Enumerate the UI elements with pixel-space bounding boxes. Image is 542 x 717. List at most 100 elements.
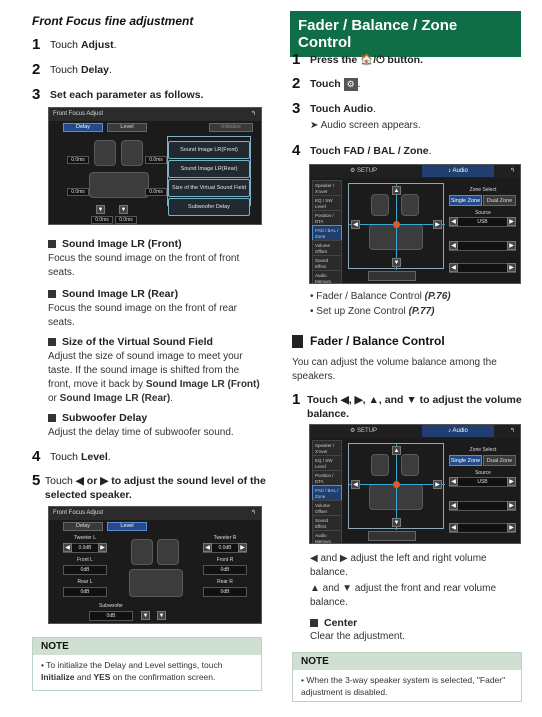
down-arrow-icon[interactable]: ▼ xyxy=(141,611,150,620)
home-power-icon: 🏠/⏻ xyxy=(360,54,385,66)
right-arrow-icon[interactable]: ▶ xyxy=(507,217,516,226)
center-title: Center xyxy=(310,617,357,629)
fb-intro: You can adjust the volume balance among … xyxy=(292,357,497,382)
seat-front-left xyxy=(131,539,153,565)
tab-level[interactable]: Level xyxy=(107,123,147,132)
single-zone-button[interactable]: Single Zone xyxy=(449,195,482,206)
dual-zone-button[interactable]: Dual Zone xyxy=(483,455,516,466)
back-icon[interactable]: ↰ xyxy=(509,428,515,434)
left-arrow-icon[interactable]: ◀ xyxy=(203,543,212,552)
single-zone-button[interactable]: Single Zone xyxy=(449,455,482,466)
step-5: 5 Touch ◀ or ▶ to adjust the sound level… xyxy=(32,472,266,502)
section-title: Front Focus fine adjustment xyxy=(32,14,194,28)
audio-fad-bal-screen: ⚙ SETUP ♪ Audio ↰ Speaker / X'over EQ / … xyxy=(309,164,521,284)
left-arrow-icon[interactable]: ◀ xyxy=(351,480,360,489)
right-arrow-icon[interactable]: ▶ xyxy=(507,477,516,486)
link-zone-control[interactable]: • Set up Zone Control (P.77) xyxy=(310,306,435,317)
balance-area[interactable]: ▲ ▼ ◀ ▶ xyxy=(348,183,445,270)
zone-volume-bar xyxy=(449,241,516,251)
left-arrow-icon[interactable]: ◀ xyxy=(63,543,72,552)
step-3: 3 Set each parameter as follows. xyxy=(32,86,204,103)
seat xyxy=(371,194,389,216)
note-box: NOTE • When the 3-way speaker system is … xyxy=(292,652,522,702)
ud-description: ▲ and ▼ adjust the front and rear volume… xyxy=(310,583,497,608)
down-arrow-icon[interactable]: ▼ xyxy=(119,205,128,214)
back-icon[interactable]: ↰ xyxy=(250,111,256,117)
right-arrow-icon[interactable]: ▶ xyxy=(238,543,247,552)
right-arrow-icon[interactable]: ▶ xyxy=(507,241,516,250)
right-arrow-icon[interactable]: ▶ xyxy=(433,480,442,489)
option-virtual-sound-field[interactable]: Size of the Virtual Sound Field xyxy=(168,179,250,197)
speaker-label: Front R xyxy=(203,557,247,564)
seat-front-left xyxy=(94,140,116,166)
right-arrow-icon[interactable]: ▶ xyxy=(98,543,107,552)
settings-gear-icon: ⚙ xyxy=(343,78,358,91)
left-arrow-icon[interactable]: ◀ xyxy=(449,241,458,250)
down-arrow-icon[interactable]: ▼ xyxy=(96,205,105,214)
option-sound-image-rear[interactable]: Sound Image LR(Rear) xyxy=(168,160,250,178)
balance-point[interactable] xyxy=(393,221,400,228)
back-icon[interactable]: ↰ xyxy=(509,168,515,174)
side-item-audio-memory[interactable]: Audio Memory xyxy=(312,530,342,543)
down-arrow-icon[interactable]: ▼ xyxy=(392,258,401,267)
left-arrow-icon[interactable]: ◀ xyxy=(351,220,360,229)
balance-point[interactable] xyxy=(393,481,400,488)
balance-area[interactable]: ▲ ▼ ◀ ▶ xyxy=(348,443,445,530)
note-body: • To initialize the Delay and Level sett… xyxy=(41,660,223,682)
front-focus-screen-delay: Front Focus Adjust↰ Delay Level Initiali… xyxy=(48,107,262,225)
right-arrow-icon[interactable]: ▶ xyxy=(507,501,516,510)
item-title: Sound Image LR (Rear) xyxy=(48,288,178,300)
zone-volume-bar xyxy=(449,263,516,273)
delay-value: 0.0ms xyxy=(145,188,167,196)
left-arrow-icon[interactable]: ◀ xyxy=(449,501,458,510)
speaker-label: Rear L xyxy=(63,579,107,586)
source-value: USB xyxy=(449,477,516,487)
tab-delay[interactable]: Delay xyxy=(63,123,103,132)
left-arrow-icon[interactable]: ◀ xyxy=(449,523,458,532)
down-arrow-icon[interactable]: ▼ xyxy=(392,518,401,527)
item-title: Subwoofer Delay xyxy=(48,412,147,424)
item-desc: Focus the sound image on the front of fr… xyxy=(48,253,240,278)
right-arrow-icon[interactable]: ▶ xyxy=(507,523,516,532)
down-arrow-icon[interactable]: ▼ xyxy=(157,611,166,620)
link-fader-balance[interactable]: • Fader / Balance Control (P.76) xyxy=(310,291,451,302)
level-value: 0dB xyxy=(63,587,107,597)
up-arrow-icon[interactable]: ▲ xyxy=(392,186,401,195)
step-2: 2 Touch Delay. xyxy=(32,61,112,78)
side-item-audio-memory[interactable]: Audio Memory xyxy=(312,270,342,283)
audio-fad-bal-screen-2: ⚙ SETUP ♪ Audio ↰ Speaker / X'over EQ / … xyxy=(309,424,521,544)
back-icon[interactable]: ↰ xyxy=(250,510,256,516)
delay-value: 0.0ms xyxy=(67,188,89,196)
seat-front-right xyxy=(157,539,179,565)
delay-value: 0.0ms xyxy=(91,216,113,224)
delay-value: 0.0ms xyxy=(115,216,137,224)
center-button[interactable] xyxy=(368,531,416,541)
right-arrow-icon[interactable]: ▶ xyxy=(507,263,516,272)
seat-front-right xyxy=(121,140,143,166)
seat xyxy=(371,454,389,476)
zone-volume-bar xyxy=(449,523,516,533)
option-subwoofer-delay[interactable]: Subwoofer Delay xyxy=(168,198,250,216)
dual-zone-button[interactable]: Dual Zone xyxy=(483,195,516,206)
option-sound-image-front[interactable]: Sound Image LR(Front) xyxy=(168,141,250,159)
speaker-label: Tweeter R xyxy=(203,535,247,542)
center-button[interactable] xyxy=(368,271,416,281)
delay-value: 0.0ms xyxy=(67,156,89,164)
option-menu: Sound Image LR(Front) Sound Image LR(Rea… xyxy=(167,136,251,216)
tab-delay[interactable]: Delay xyxy=(63,522,103,531)
fb-step-1: 1 Touch ◀, ▶, ▲, and ▼ to adjust the vol… xyxy=(292,391,522,421)
initialize-button[interactable]: Initialize xyxy=(209,123,253,132)
level-value: 0dB xyxy=(63,565,107,575)
left-arrow-icon[interactable]: ◀ xyxy=(449,217,458,226)
section-header: Fader / Balance / Zone Control xyxy=(290,11,521,57)
right-arrow-icon[interactable]: ▶ xyxy=(433,220,442,229)
note-body: • When the 3-way speaker system is selec… xyxy=(301,675,506,697)
speaker-label: Rear R xyxy=(203,579,247,586)
audio-tab[interactable]: ♪ Audio xyxy=(422,425,494,437)
up-arrow-icon[interactable]: ▲ xyxy=(392,446,401,455)
audio-tab[interactable]: ♪ Audio xyxy=(422,165,494,177)
left-arrow-icon[interactable]: ◀ xyxy=(449,477,458,486)
item-desc: Adjust the size of sound image to meet y… xyxy=(48,351,260,404)
tab-level[interactable]: Level xyxy=(107,522,147,531)
left-arrow-icon[interactable]: ◀ xyxy=(449,263,458,272)
